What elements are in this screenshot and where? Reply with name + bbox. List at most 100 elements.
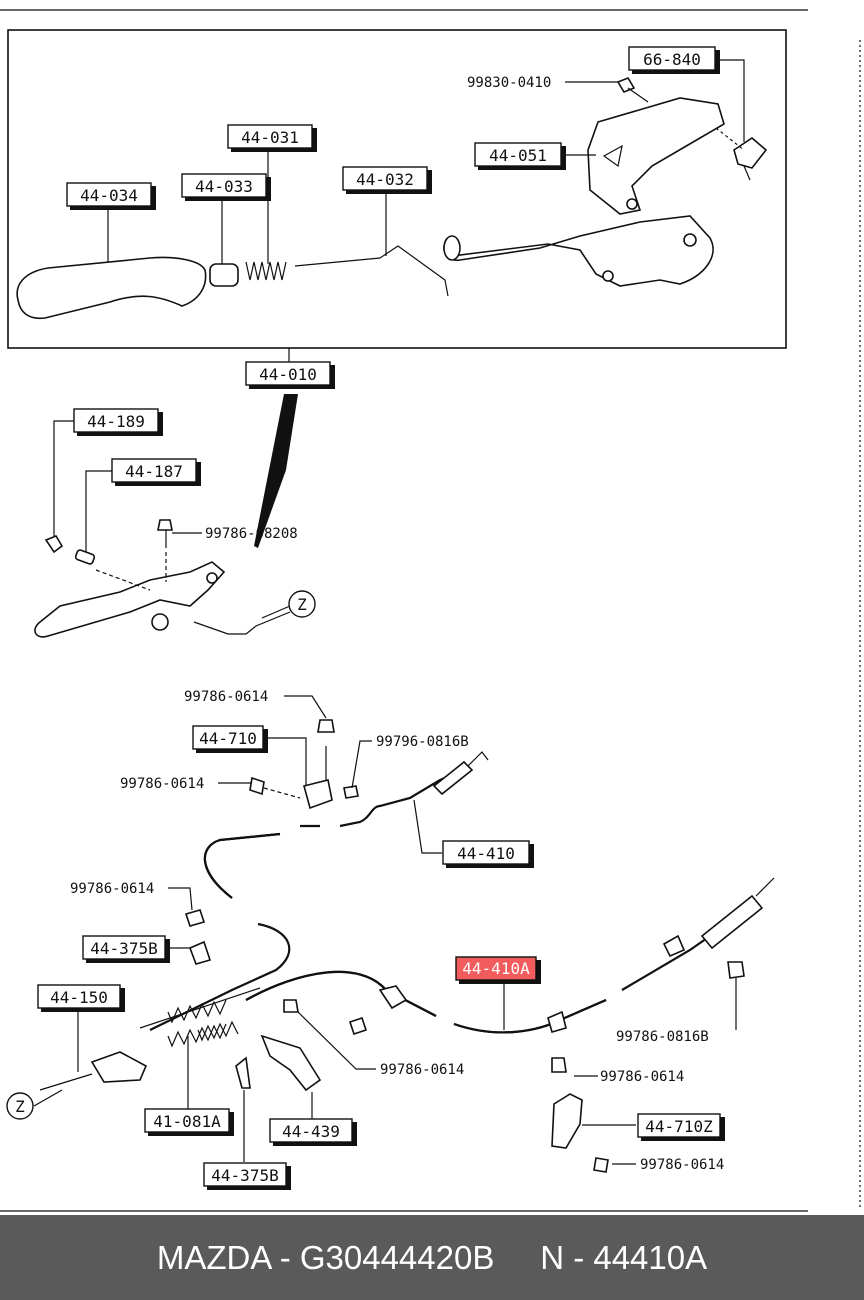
- lever-bracket-part: [587, 97, 725, 215]
- callout-66840: 66-840: [628, 46, 720, 74]
- equalizer-part: [90, 1051, 148, 1083]
- callout-44189-text: 44-189: [87, 412, 145, 431]
- front-cable-end: [467, 751, 489, 767]
- callout-44710Z-text: 44-710Z: [645, 1117, 713, 1136]
- bolt-d-part: [348, 1016, 368, 1036]
- cable-clamp-part: [378, 985, 408, 1010]
- callout-44010: 44-010: [245, 361, 335, 389]
- lever-body-part: [443, 215, 714, 287]
- callout-44031-text: 44-031: [241, 128, 299, 147]
- bolt-08208-part: [157, 519, 173, 531]
- front-cable-stub: [193, 611, 291, 635]
- callout-44150: 44-150: [37, 984, 125, 1012]
- cable-bracket-right-part: [662, 934, 686, 958]
- clip-44375B-bottom-part: [235, 1056, 251, 1089]
- callout-0614e-text: 99786-0614: [600, 1069, 684, 1085]
- callout-44710-text: 44-710: [199, 729, 257, 748]
- lever-end-cap: [443, 235, 461, 261]
- leader-66840: [716, 59, 745, 142]
- clip-44439-part: [260, 1034, 322, 1092]
- right-rear-cable-44410A: [453, 998, 607, 1034]
- switch-part: [733, 136, 768, 169]
- callout-44410A-text: 44-410A: [462, 959, 530, 978]
- pin-guide-line: [95, 569, 151, 591]
- equalizer-rod: [39, 1073, 93, 1091]
- callout-44031: 44-031: [227, 124, 317, 152]
- thick-leader-shape: [254, 394, 298, 548]
- callout-44410-text: 44-410: [457, 844, 515, 863]
- bolt-f-part: [551, 1057, 567, 1073]
- bolt-99830-shank: [627, 87, 649, 103]
- callout-0614d-text: 99786-0614: [380, 1062, 464, 1078]
- leader-0614d: [297, 1011, 376, 1070]
- front-cable-boot: [432, 760, 474, 796]
- callout-44375B-top-text: 44-375B: [90, 939, 157, 958]
- switch-guide-line: [715, 127, 745, 151]
- callout-44439-text: 44-439: [282, 1122, 340, 1141]
- bracket-cutout: [602, 144, 623, 168]
- bolt-e-part: [283, 999, 299, 1013]
- leader-44187: [85, 470, 112, 552]
- callout-66840-text: 66-840: [643, 50, 701, 69]
- leader-99796: [351, 740, 372, 789]
- callout-0614c-text: 99786-0614: [70, 881, 154, 897]
- clip-44189-part: [44, 535, 64, 554]
- bolt-c-part: [184, 909, 206, 927]
- footer-part-number: MAZDA - G30444420B N - 44410A: [156, 1238, 708, 1276]
- callout-44410: 44-410: [442, 840, 534, 868]
- zone-z1: Z: [288, 590, 316, 618]
- bolt-99830-part: [616, 77, 636, 93]
- right-rear-cable-core: [453, 998, 607, 1034]
- lever-hole: [602, 270, 614, 282]
- clip-44375B-top-part: [188, 940, 212, 965]
- callout-0614f-text: 99786-0614: [640, 1157, 724, 1173]
- bolt-0816-part: [727, 961, 745, 979]
- callout-44710: 44-710: [192, 725, 268, 753]
- bracket-44710Z-part: [551, 1093, 583, 1149]
- right-rear-cable-upper-core: [245, 970, 437, 1017]
- callout-0614a-text: 99786-0614: [184, 689, 268, 705]
- release-rod-part: [294, 245, 449, 297]
- sleeve-part: [209, 263, 239, 287]
- callout-44187: 44-187: [111, 458, 201, 486]
- callout-44034: 44-034: [66, 182, 156, 210]
- assembled-lever-part: [34, 561, 226, 638]
- footer-bar: MAZDA - G30444420B N - 44410A: [0, 1215, 864, 1300]
- pin-44187-part: [74, 549, 96, 565]
- zone-z2-text: Z: [15, 1097, 25, 1116]
- lever-pivot: [151, 613, 169, 631]
- callout-44051-text: 44-051: [489, 146, 547, 165]
- right-rear-cable-upper: [245, 970, 437, 1017]
- callout-08208-text: 99786-08208: [205, 526, 298, 542]
- callout-44410A[interactable]: 44-410A: [455, 956, 541, 984]
- lever-clip: [206, 572, 218, 584]
- left-rear-cable-upper: [203, 832, 281, 899]
- callout-44034-text: 44-034: [80, 186, 138, 205]
- switch-terminal: [743, 165, 751, 181]
- lever-grip-part: [16, 256, 207, 320]
- callout-44187-text: 44-187: [125, 462, 183, 481]
- inset-frame: [7, 29, 787, 349]
- right-rear-cable-end: [621, 935, 711, 991]
- spring-part: [245, 261, 287, 281]
- callout-44710Z: 44-710Z: [637, 1113, 725, 1141]
- callout-44150-text: 44-150: [50, 988, 108, 1007]
- spring-41081A-3: [197, 1020, 239, 1042]
- callout-44375B-bottom: 44-375B: [203, 1162, 291, 1190]
- callout-99796-text: 99796-0816B: [376, 734, 469, 750]
- bracket-hole: [626, 198, 638, 210]
- callout-44033: 44-033: [181, 173, 271, 201]
- parts-diagram: 66-840 99830-0410 44-051 44-031 44-034 4…: [0, 9, 861, 1212]
- leader-44189: [53, 420, 74, 536]
- bolt-left-guide: [263, 787, 301, 799]
- leader-44410: [413, 799, 442, 854]
- right-cable-tip: [755, 877, 775, 897]
- bolt-g-part: [593, 1157, 609, 1173]
- callout-44033-text: 44-033: [195, 177, 253, 196]
- callout-41081A: 41-081A: [144, 1108, 234, 1136]
- leader-44710: [266, 737, 307, 786]
- callout-99830-text: 99830-0410: [467, 75, 551, 91]
- spring-41081A-2: [167, 1023, 227, 1048]
- left-rear-cable: [149, 922, 291, 1031]
- callout-44439: 44-439: [269, 1118, 357, 1146]
